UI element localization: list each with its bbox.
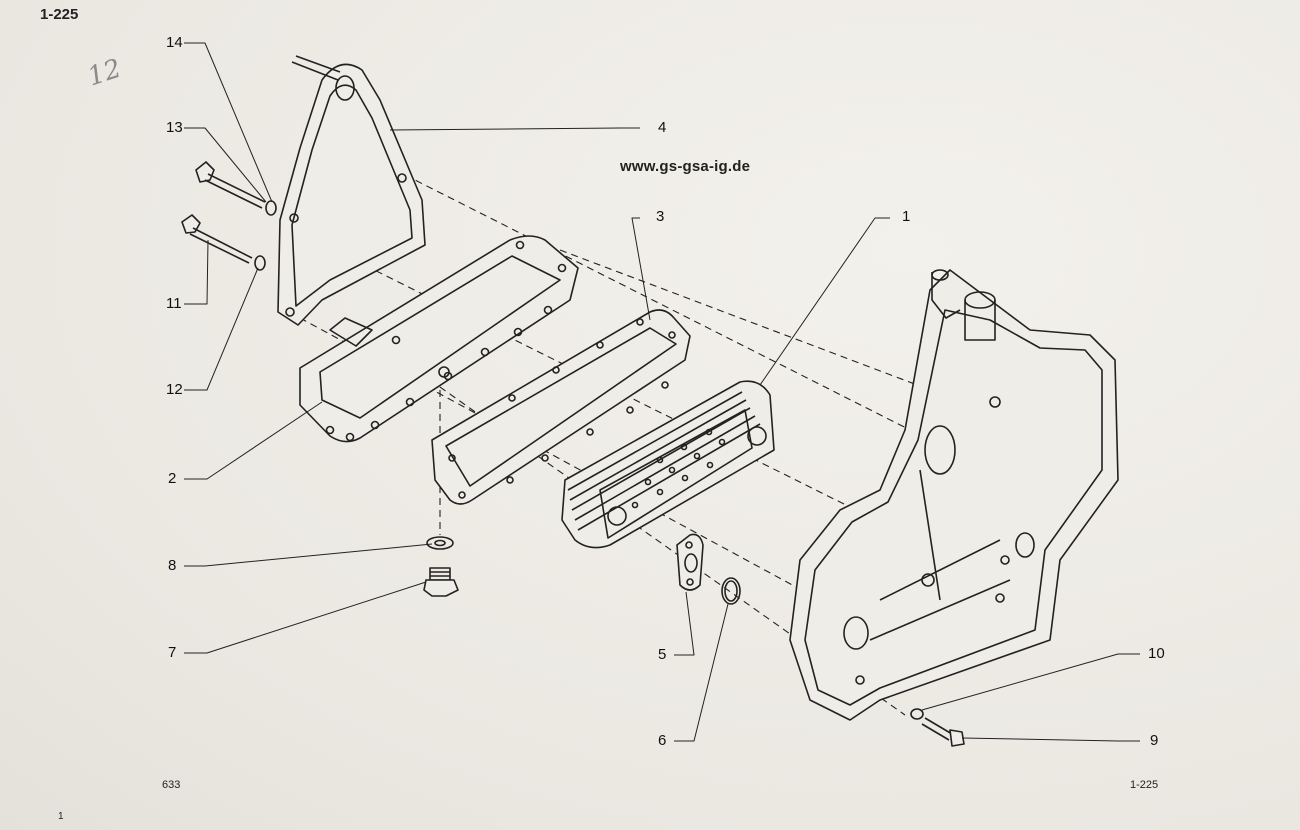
bracket-part-4	[277, 55, 426, 326]
callout-8: 8	[168, 557, 177, 574]
leader-lines	[184, 42, 1140, 742]
bolt-part-9	[921, 717, 965, 747]
gasket-part-3	[431, 309, 691, 505]
callout-14: 14	[166, 34, 183, 51]
callout-12: 12	[166, 381, 183, 398]
bolt-part-11	[181, 214, 253, 264]
callout-5: 5	[658, 646, 667, 663]
drain-plug-part-7	[423, 567, 459, 597]
callout-6: 6	[658, 732, 667, 749]
callout-2: 2	[168, 470, 177, 487]
engine-housing	[789, 269, 1119, 721]
callout-11: 11	[166, 295, 182, 312]
bolt-part-13	[195, 161, 266, 209]
o-ring-part-6	[721, 577, 741, 605]
callout-4: 4	[658, 119, 667, 136]
website-watermark: www.gs-gsa-ig.de	[620, 158, 751, 175]
footer-page-number: 633	[162, 779, 181, 791]
cover-housing-part-2	[299, 235, 579, 443]
washer-part-10	[910, 708, 924, 720]
margin-number: 1	[58, 811, 64, 822]
oil-cooler-part-1	[561, 380, 775, 549]
callout-3: 3	[656, 208, 665, 225]
washer-part-14	[265, 200, 277, 216]
washer-part-8	[426, 536, 454, 550]
callout-13: 13	[166, 119, 183, 136]
washer-part-12	[254, 255, 266, 271]
footer-page-code: 1-225	[1130, 779, 1159, 791]
small-gasket-part-5	[676, 533, 704, 591]
page-code: 1-225	[40, 6, 79, 23]
callout-9: 9	[1150, 732, 1159, 749]
callout-1: 1	[902, 208, 911, 225]
callout-10: 10	[1148, 645, 1165, 662]
callout-7: 7	[168, 644, 177, 661]
